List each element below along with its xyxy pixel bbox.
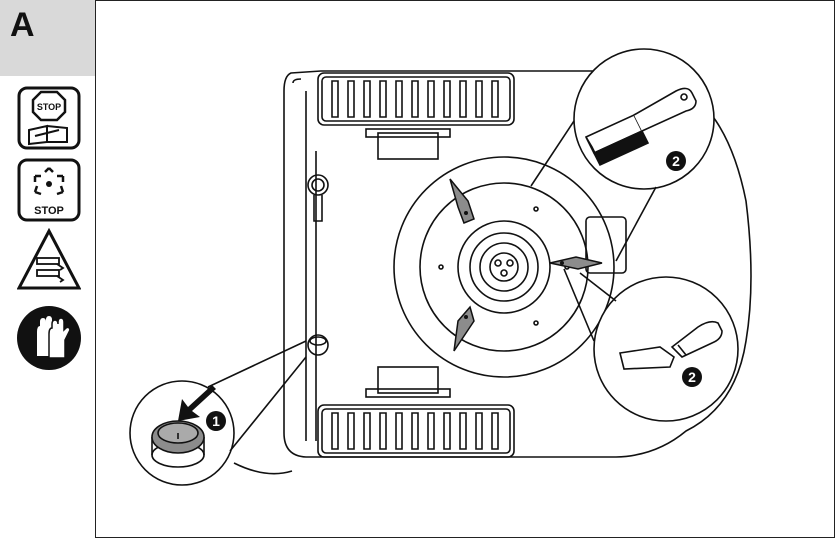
warning-manual-triangle-icon <box>17 228 81 292</box>
blade-right <box>550 257 602 269</box>
callout-number: 2 <box>672 153 680 169</box>
mower-diagram: 2 2 1 <box>96 1 836 539</box>
callout-badge-brush: 2 <box>666 151 686 171</box>
scraper-callout <box>564 269 738 421</box>
blade-top <box>450 179 474 223</box>
stop-label: STOP <box>37 102 61 112</box>
emergency-stop-button <box>152 421 204 467</box>
front-pin <box>308 175 328 195</box>
stop-rotating-blades-icon: STOP <box>17 158 81 222</box>
cutting-disc <box>420 183 588 351</box>
top-wheel <box>318 73 514 159</box>
callout-badge-stop: 1 <box>206 411 226 431</box>
blades <box>450 179 602 351</box>
section-tab: A <box>0 0 95 76</box>
callout-number: 1 <box>212 413 220 429</box>
section-letter: A <box>10 6 35 45</box>
diagram-frame: 2 2 1 <box>95 0 835 538</box>
bottom-wheel <box>318 367 514 457</box>
callout-number: 2 <box>688 369 696 385</box>
callout-badge-scraper: 2 <box>682 367 702 387</box>
wear-gloves-icon <box>15 304 83 372</box>
stop-label: STOP <box>34 205 64 217</box>
stop-read-manual-icon: STOP <box>17 86 81 150</box>
